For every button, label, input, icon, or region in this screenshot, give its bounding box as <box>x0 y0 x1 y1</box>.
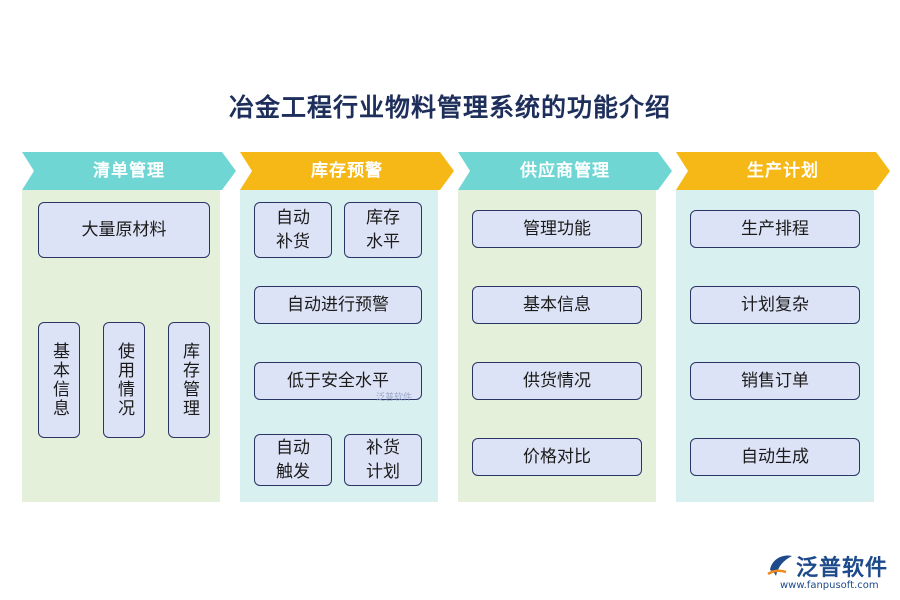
box-label: 补货 计划 <box>366 438 400 482</box>
box-auto-replenish: 自动 补货 <box>254 202 332 258</box>
box-stock-management: 库存管理 <box>168 322 210 438</box>
box-auto-generate: 自动生成 <box>690 438 860 476</box>
column-header: 清单管理 <box>22 152 236 190</box>
box-bulk-materials: 大量原材料 <box>38 202 210 258</box>
watermark: 泛普软件 <box>376 393 413 403</box>
box-label: 自动 补货 <box>276 208 310 252</box>
box-price-comparison: 价格对比 <box>472 438 642 476</box>
box-label: 自动 触发 <box>276 438 310 482</box>
box-auto-alert: 自动进行预警 <box>254 286 422 324</box>
box-auto-trigger: 自动 触发 <box>254 434 332 486</box>
box-management-function: 管理功能 <box>472 210 642 248</box>
box-stock-level: 库存 水平 <box>344 202 422 258</box>
fanpu-logo-icon <box>767 555 792 576</box>
box-below-safety: 低于安全水平 <box>254 362 422 400</box>
column-header-label: 供应商管理 <box>520 161 610 181</box>
logo-name: 泛普软件 <box>796 556 889 581</box>
column-header-label: 库存预警 <box>311 161 383 181</box>
column-header: 供应商管理 <box>458 152 672 190</box>
box-basic-information: 基本信息 <box>472 286 642 324</box>
box-label: 库存 水平 <box>366 208 400 252</box>
box-sales-orders: 销售订单 <box>690 362 860 400</box>
logo-url: www.fanpusoft.com <box>780 580 879 591</box>
column-header-label: 清单管理 <box>93 161 165 181</box>
box-usage: 使用情况 <box>103 322 145 438</box>
brand-logo: 泛普软件 www.fanpusoft.com <box>766 550 890 594</box>
box-replenish-plan: 补货 计划 <box>344 434 422 486</box>
page-title: 冶金工程行业物料管理系统的功能介绍 <box>228 93 671 122</box>
box-complex-planning: 计划复杂 <box>690 286 860 324</box>
box-production-scheduling: 生产排程 <box>690 210 860 248</box>
column-header: 生产计划 <box>676 152 890 190</box>
box-basic-info: 基本信息 <box>38 322 80 438</box>
column-header-label: 生产计划 <box>747 161 819 181</box>
box-supply-status: 供货情况 <box>472 362 642 400</box>
column-header: 库存预警 <box>240 152 454 190</box>
